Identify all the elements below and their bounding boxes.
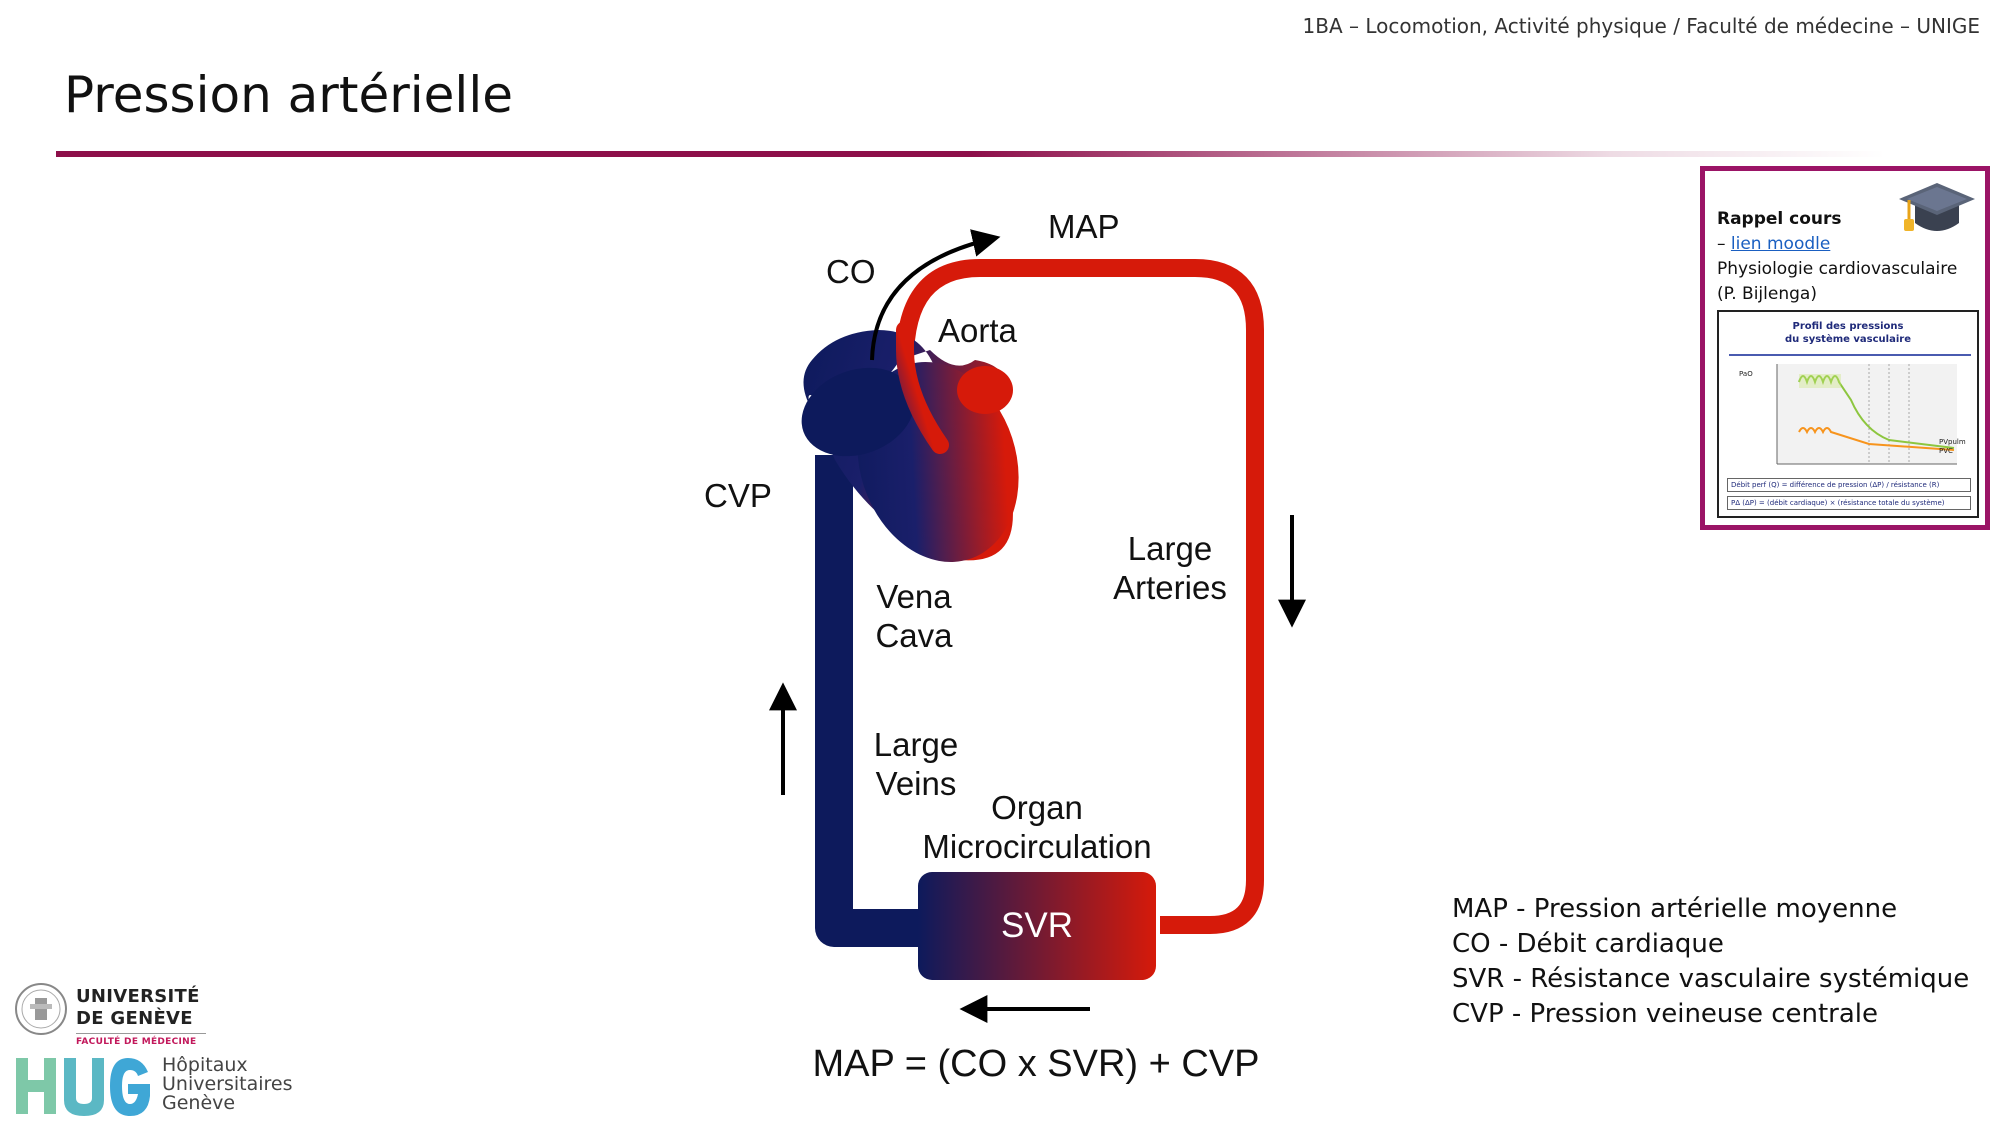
- hug-name: Hôpitaux Universitaires Genève: [162, 1056, 293, 1113]
- recall-teacher: (P. Bijlenga): [1717, 284, 1817, 304]
- organ-label-2: Microcirculation: [922, 828, 1151, 865]
- co-label: CO: [826, 253, 876, 290]
- recall-dash: –: [1717, 234, 1731, 254]
- vena-cava-label-2: Cava: [875, 617, 953, 654]
- aorta-vessel: [896, 321, 949, 454]
- heart-atrium: [801, 367, 915, 457]
- large-arteries-label-1: Large: [1128, 530, 1212, 567]
- thumbnail-formula-2: PΔ (ΔP) = (débit cardiaque) × (résistanc…: [1727, 496, 1971, 510]
- map-label: MAP: [1048, 208, 1120, 245]
- unige-line-2: DE GENÈVE: [76, 1008, 193, 1029]
- unige-line-1: UNIVERSITÉ: [76, 986, 200, 1007]
- large-veins-label-1: Large: [874, 726, 958, 763]
- svr-label: SVR: [1001, 906, 1073, 945]
- artery-vessel: [896, 259, 1264, 934]
- course-header: 1BA – Locomotion, Activité physique / Fa…: [1302, 14, 1980, 38]
- thumbnail-title-2: du système vasculaire: [1784, 334, 1911, 345]
- legend-item-svr: SVR - Résistance vasculaire systémique: [1452, 964, 1970, 994]
- unige-seal-icon: [15, 983, 67, 1035]
- recall-course-name: Physiologie cardiovasculaire: [1717, 259, 1958, 279]
- abbreviation-legend: MAP - Pression artérielle moyenne CO - D…: [1452, 892, 1969, 1032]
- large-arteries-label-2: Arteries: [1113, 569, 1227, 606]
- unige-divider: [76, 1033, 206, 1034]
- svr-organ-box: [918, 872, 1156, 980]
- legend-item-co: CO - Débit cardiaque: [1452, 929, 1724, 959]
- unige-faculty: FACULTÉ DE MÉDECINE: [76, 1037, 197, 1047]
- vena-cava-label-1: Vena: [876, 578, 952, 615]
- vein-vessel: [815, 455, 940, 947]
- graduation-cap-icon: [1899, 183, 1975, 231]
- legend-item-cvp: CVP - Pression veineuse centrale: [1452, 999, 1879, 1029]
- page-title: Pression artérielle: [64, 66, 513, 124]
- unige-name: UNIVERSITÉ DE GENÈVE: [76, 986, 200, 1030]
- moodle-link[interactable]: lien moodle: [1730, 234, 1831, 254]
- hug-mark-icon: [16, 1058, 150, 1116]
- co-arrow: [870, 229, 1001, 361]
- thumbnail-label-pvc: PVC: [1939, 447, 1953, 455]
- thumbnail-title: Profil des pressions du système vasculai…: [1719, 320, 1977, 346]
- hug-line-2: Universitaires: [162, 1073, 293, 1095]
- thumbnail-label-pa: PaO: [1739, 370, 1753, 378]
- legend-item-map: MAP - Pression artérielle moyenne: [1452, 894, 1898, 924]
- recall-link-line: – lien moodle: [1717, 232, 1957, 257]
- title-divider: [56, 151, 1886, 157]
- pressure-profile-thumbnail[interactable]: Profil des pressions du système vasculai…: [1717, 310, 1979, 518]
- hug-line-1: Hôpitaux: [162, 1054, 248, 1076]
- thumbnail-rule: [1729, 354, 1971, 356]
- hug-line-3: Genève: [162, 1092, 236, 1114]
- hug-logo: Hôpitaux Universitaires Genève: [14, 1052, 294, 1122]
- heart-right-lobe: [957, 366, 1013, 414]
- cvp-label: CVP: [704, 477, 772, 514]
- course-recall-box: Rappel cours – lien moodle Physiologie c…: [1700, 166, 1990, 530]
- map-formula: MAP = (CO x SVR) + CVP: [813, 1043, 1260, 1085]
- recall-text: Rappel cours – lien moodle Physiologie c…: [1717, 207, 1957, 307]
- large-veins-label-2: Veins: [876, 765, 957, 802]
- organ-label-1: Organ: [991, 789, 1083, 826]
- thumbnail-formula-1: Débit perf (Q) = différence de pression …: [1727, 478, 1971, 492]
- unige-logo: UNIVERSITÉ DE GENÈVE FACULTÉ DE MÉDECINE: [14, 980, 214, 1050]
- recall-heading: Rappel cours: [1717, 209, 1842, 229]
- thumbnail-label-pv: PVpulm: [1939, 438, 1966, 446]
- aorta-label: Aorta: [938, 312, 1018, 349]
- thumbnail-title-1: Profil des pressions: [1792, 321, 1904, 332]
- thumbnail-chart: [1776, 364, 1957, 465]
